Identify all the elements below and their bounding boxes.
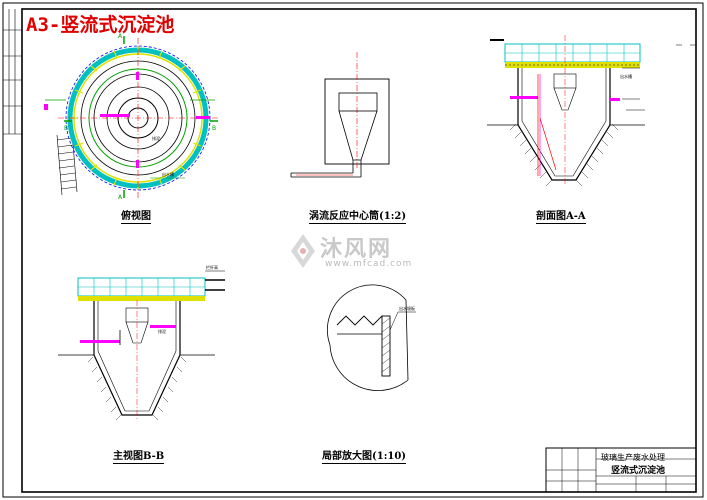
watermark-brand: 沐风网 — [320, 237, 393, 262]
svg-text:出水堰板: 出水堰板 — [399, 305, 415, 311]
watermark-url: www.mfcad.com — [325, 259, 413, 269]
sheet-title: A3-竖流式沉淀池 — [26, 14, 175, 36]
caption-detail: 局部放大图(1:10) — [322, 447, 407, 464]
caption-plan-view: 俯视图 — [121, 207, 151, 224]
section-aa-view: 出水槽 — [487, 35, 645, 187]
svg-text:出水槽: 出水槽 — [620, 73, 632, 79]
plan-view: 出水槽 排泥 A A B B — [44, 33, 218, 201]
weir-teeth — [70, 46, 206, 190]
svg-text:栏杆高: 栏杆高 — [206, 264, 218, 270]
section-mark-b-right: B — [210, 120, 218, 132]
svg-text:出水槽: 出水槽 — [162, 171, 174, 177]
center-pipe-view — [290, 52, 390, 178]
svg-text:A: A — [118, 194, 123, 201]
stairs — [56, 131, 78, 196]
caption-section-aa: 剖面图A-A — [536, 207, 586, 224]
caption-center-pipe: 涡流反应中心筒(1:2) — [309, 207, 407, 224]
main-view-bb: 栏杆高 排泥 — [58, 264, 225, 421]
svg-text:排泥: 排泥 — [158, 328, 166, 334]
caption-main-view: 主视图B-B — [113, 447, 165, 464]
svg-text:B: B — [212, 125, 216, 132]
section-mark-a-top: A — [118, 33, 125, 44]
title-block-project: 玻璃生产废水处理 — [601, 453, 665, 462]
inner-border — [21, 8, 697, 493]
svg-text:排泥: 排泥 — [152, 135, 160, 141]
detail-view: 出水堰板 — [327, 284, 416, 391]
section-mark-a-bottom: A — [118, 190, 125, 201]
title-block-drawing-name: 竖流式沉淀池 — [611, 466, 666, 476]
svg-text:B: B — [64, 125, 68, 132]
section-mark-b-left: B — [64, 120, 72, 132]
watermark-logo — [291, 234, 315, 268]
binding-strip — [3, 9, 22, 135]
svg-text:A: A — [118, 33, 123, 40]
title-block — [545, 447, 697, 493]
